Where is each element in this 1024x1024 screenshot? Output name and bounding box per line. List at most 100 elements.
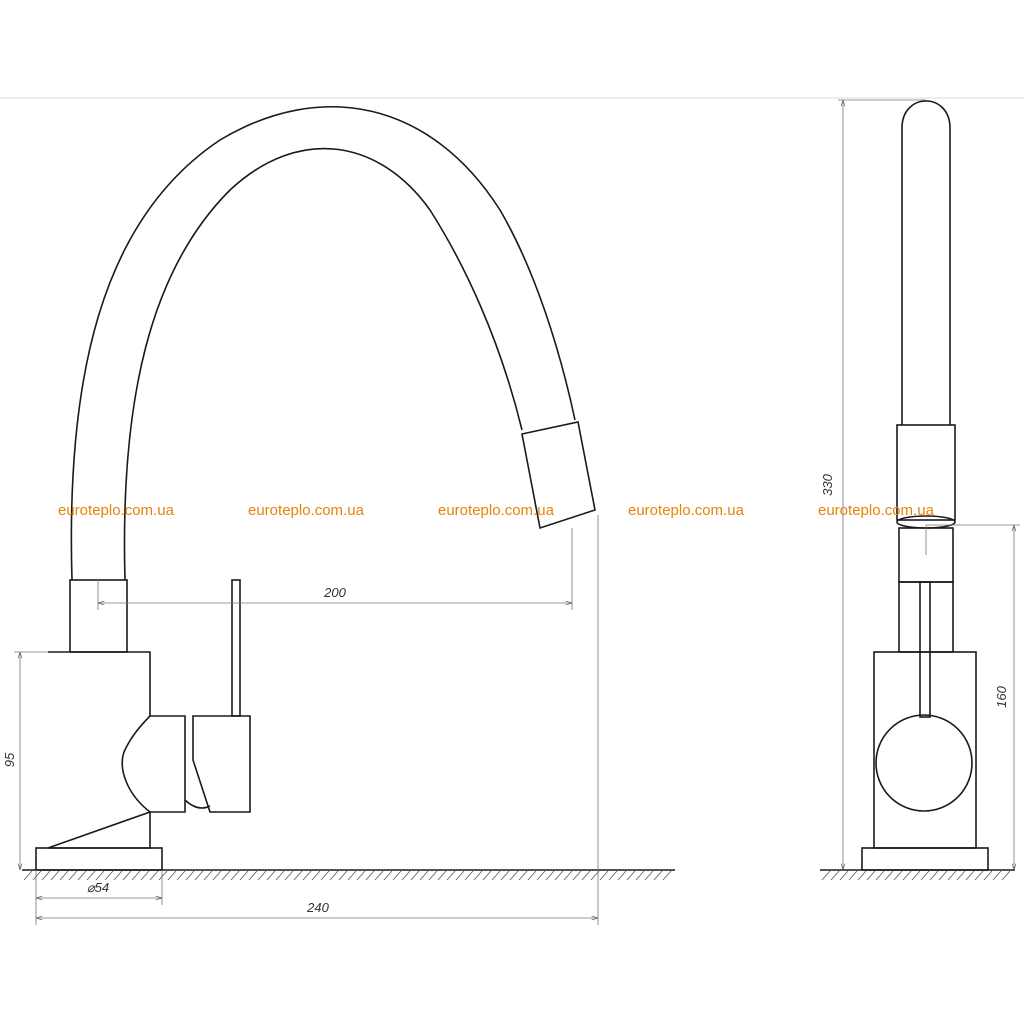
ground-hatch-line — [149, 870, 159, 881]
side-view — [861, 100, 989, 871]
ground-hatch-line — [848, 870, 858, 881]
spout-tip — [521, 421, 596, 530]
ground-hatch-line — [875, 870, 885, 881]
ground-hatch-line — [554, 870, 564, 881]
dim-label-330: 330 — [820, 473, 835, 495]
ground-hatch-line — [311, 870, 321, 881]
ground-hatch-line — [50, 870, 60, 881]
ground-hatch-line — [482, 870, 492, 881]
spout-neck — [69, 579, 128, 653]
ground-hatch-line — [581, 870, 591, 881]
ground-hatch-line — [599, 870, 609, 881]
ground-side — [820, 869, 1015, 881]
ground-hatch-line — [212, 870, 222, 881]
ground-hatch-line — [77, 870, 87, 881]
ground-hatch-line — [911, 870, 921, 881]
dim-label-95: 95 — [2, 752, 17, 767]
ground-hatch-line — [383, 870, 393, 881]
ground-hatch-line — [365, 870, 375, 881]
ground-hatch-line — [455, 870, 465, 881]
ground-hatch-line — [185, 870, 195, 881]
ground-hatch-line — [302, 870, 312, 881]
ground-hatch-line — [527, 870, 537, 881]
ground-hatch-line — [68, 870, 78, 881]
ground-hatch-line — [95, 870, 105, 881]
ground-hatch-line — [284, 870, 294, 881]
ground-hatch-line — [617, 870, 627, 881]
side-lever-disc — [875, 714, 973, 812]
ground-hatch-line — [446, 870, 456, 881]
ground-hatch-line — [59, 870, 69, 881]
ground-hatch-line — [473, 870, 483, 881]
watermark-4: euroteplo.com.ua — [628, 502, 745, 519]
dimension-200: 200 — [97, 528, 573, 610]
watermark-3: euroteplo.com.ua — [438, 502, 555, 519]
lever-joint — [184, 799, 211, 809]
faucet-body — [47, 651, 151, 849]
ground-hatch-line — [929, 870, 939, 881]
ground-hatch-line — [509, 870, 519, 881]
ground-hatch-line — [356, 870, 366, 881]
lever-housing — [121, 715, 186, 813]
ground-hatch-line — [992, 870, 1002, 881]
ground-hatch-line — [167, 870, 177, 881]
ground-hatch-line — [194, 870, 204, 881]
ground-hatch-line — [857, 870, 867, 881]
ground-hatch-line — [86, 870, 96, 881]
ground-hatch-line — [32, 870, 42, 881]
ground-hatch-line — [266, 870, 276, 881]
ground-hatch-line — [122, 870, 132, 881]
dimension-54: ⌀54 — [35, 870, 163, 925]
ground-hatch-line — [464, 870, 474, 881]
ground-hatch-line — [518, 870, 528, 881]
ground-hatch-line — [545, 870, 555, 881]
side-lever-stem — [919, 581, 931, 718]
ground-hatch-line — [419, 870, 429, 881]
side-neck-lower — [898, 581, 954, 653]
ground-hatch-line — [653, 870, 663, 881]
dim-label-160: 160 — [994, 685, 1009, 707]
base-plate — [35, 847, 163, 871]
lever-stem — [231, 579, 241, 717]
dimension-160: 160 — [925, 524, 1020, 870]
dim-label-240: 240 — [306, 900, 329, 915]
ground-hatch-line — [893, 870, 903, 881]
ground-hatch-line — [839, 870, 849, 881]
ground-hatch-line — [140, 870, 150, 881]
ground-hatch-line — [1001, 870, 1011, 881]
ground-hatch-line — [428, 870, 438, 881]
ground-hatch-line — [500, 870, 510, 881]
dim-label-54: ⌀54 — [87, 880, 109, 895]
ground-hatch-line — [902, 870, 912, 881]
ground-hatch-line — [572, 870, 582, 881]
dimension-240: 240 — [36, 515, 599, 925]
spout-inner-curve — [123, 147, 523, 581]
ground-hatch-line — [131, 870, 141, 881]
watermark-5: euroteplo.com.ua — [818, 502, 935, 519]
dim-label-200: 200 — [323, 585, 346, 600]
ground-hatch-line — [203, 870, 213, 881]
ground-hatch-line — [536, 870, 546, 881]
ground-hatch-line — [830, 870, 840, 881]
ground-hatch-line — [563, 870, 573, 881]
ground-hatch-line — [392, 870, 402, 881]
ground-hatch-line — [491, 870, 501, 881]
side-base-plate — [861, 847, 989, 871]
spout-outer-curve — [70, 105, 576, 581]
ground-hatch-line — [275, 870, 285, 881]
ground-hatch-line — [293, 870, 303, 881]
ground-hatch-line — [635, 870, 645, 881]
ground-hatch-line — [176, 870, 186, 881]
watermark-2: euroteplo.com.ua — [248, 502, 365, 519]
ground-hatch-line — [983, 870, 993, 881]
ground-front — [22, 869, 675, 881]
dimension-95: 95 — [2, 651, 48, 870]
ground-hatch-line — [23, 870, 33, 881]
ground-hatch-line — [884, 870, 894, 881]
dimension-330: 330 — [820, 99, 926, 870]
watermark-1: euroteplo.com.ua — [58, 502, 175, 519]
side-body — [873, 651, 977, 849]
ground-hatch-line — [401, 870, 411, 881]
ground-hatch-line — [410, 870, 420, 881]
